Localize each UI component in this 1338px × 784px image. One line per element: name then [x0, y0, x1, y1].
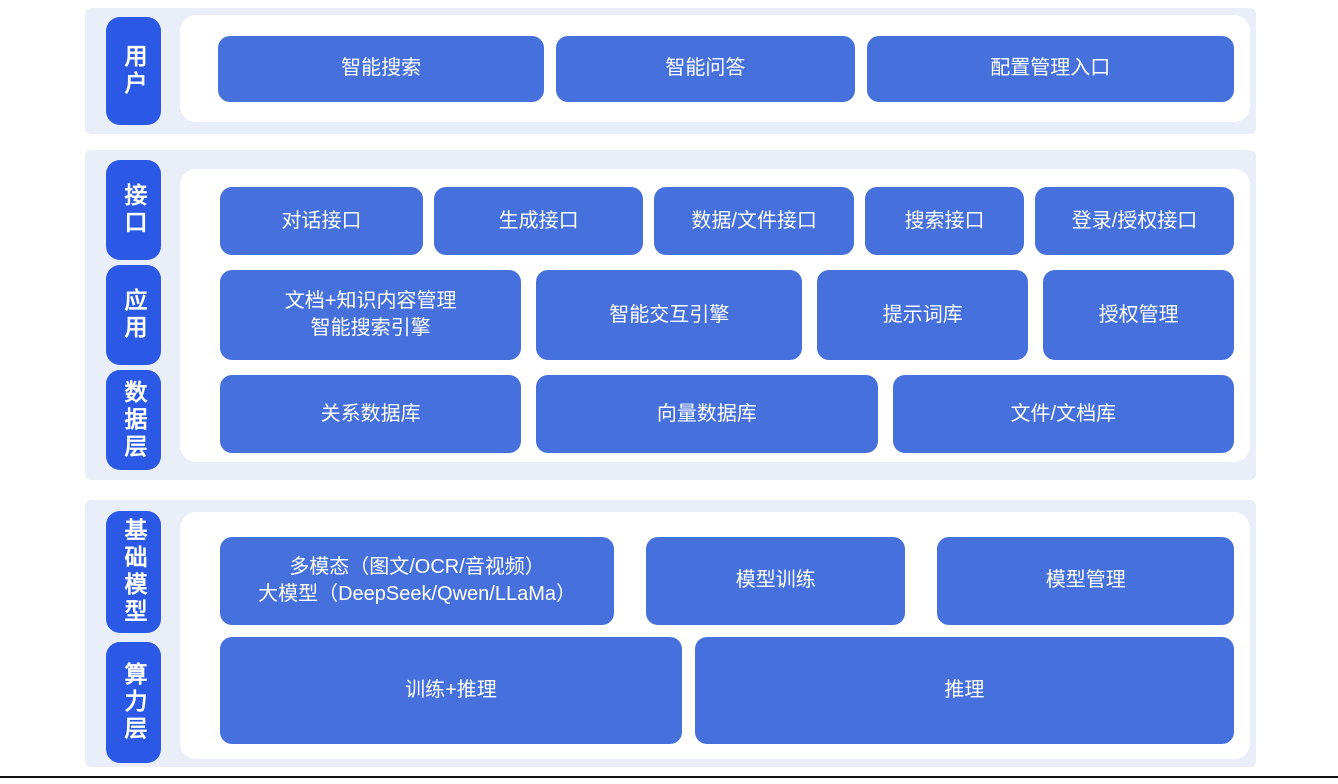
model-training-node: 模型训练 [646, 537, 906, 625]
foundation-layers-panel: 基础模型 算力层 多模态（图文/OCR/音视频） 大模型（DeepSeek/Qw… [85, 500, 1256, 767]
search-api-node: 搜索接口 [865, 187, 1024, 255]
interaction-engine-node: 智能交互引擎 [536, 270, 803, 360]
layer-label-compute-text: 算力层 [121, 661, 147, 743]
vector-db-node: 向量数据库 [536, 375, 878, 453]
doc-knowledge-line: 文档+知识内容管理 [284, 290, 457, 312]
smart-qa-node: 智能问答 [556, 35, 855, 102]
user-layer-panel: 用户 智能搜索 智能问答 配置管理入口 [85, 8, 1256, 134]
layer-label-interface: 接口 [106, 160, 161, 260]
layer-label-application: 应用 [106, 265, 161, 365]
layer-label-user: 用户 [106, 17, 161, 125]
layer-label-data: 数据层 [106, 370, 161, 470]
search-engine-line: 智能搜索引擎 [310, 317, 431, 339]
application-node-row: 文档+知识内容管理 智能搜索引擎 智能交互引擎 提示词库 授权管理 [220, 270, 1234, 360]
dialog-api-node: 对话接口 [220, 187, 424, 255]
smart-search-node: 智能搜索 [218, 35, 545, 102]
file-doc-store-node: 文件/文档库 [892, 375, 1234, 453]
bottom-border-line [0, 776, 1338, 778]
middle-layers-panel: 接口 应用 数据层 对话接口 生成接口 数据/文件接口 搜索接口 登录/授权接口… [85, 150, 1256, 480]
model-node-row: 多模态（图文/OCR/音视频） 大模型（DeepSeek/Qwen/LLaMa）… [220, 537, 1234, 625]
layer-label-foundation-model-text: 基础模型 [121, 517, 147, 626]
foundation-layer-labels: 基础模型 算力层 [106, 500, 161, 767]
relational-db-node: 关系数据库 [220, 375, 522, 453]
data-node-row: 关系数据库 向量数据库 文件/文档库 [220, 375, 1234, 453]
inference-node: 推理 [694, 636, 1234, 744]
user-layer-labels: 用户 [106, 8, 161, 134]
data-file-api-node: 数据/文件接口 [654, 187, 855, 255]
config-management-entry-node: 配置管理入口 [866, 35, 1234, 102]
login-auth-api-node: 登录/授权接口 [1034, 187, 1234, 255]
layer-label-data-text: 数据层 [121, 379, 147, 461]
user-node-row: 智能搜索 智能问答 配置管理入口 [218, 35, 1234, 102]
layer-label-foundation-model: 基础模型 [106, 511, 161, 633]
middle-layer-labels: 接口 应用 数据层 [106, 150, 161, 480]
generation-api-node: 生成接口 [434, 187, 644, 255]
llm-line: 大模型（DeepSeek/Qwen/LLaMa） [258, 582, 576, 605]
doc-knowledge-search-engine-node: 文档+知识内容管理 智能搜索引擎 [220, 270, 522, 360]
model-management-node: 模型管理 [937, 537, 1234, 625]
foundation-layers-container: 多模态（图文/OCR/音视频） 大模型（DeepSeek/Qwen/LLaMa）… [180, 512, 1250, 759]
user-layer-container: 智能搜索 智能问答 配置管理入口 [180, 15, 1250, 122]
multimodal-line: 多模态（图文/OCR/音视频） [289, 555, 545, 578]
compute-node-row: 训练+推理 推理 [220, 636, 1234, 744]
layer-label-interface-text: 接口 [121, 183, 147, 237]
layer-label-application-text: 应用 [121, 288, 147, 342]
interface-node-row: 对话接口 生成接口 数据/文件接口 搜索接口 登录/授权接口 [220, 187, 1234, 255]
training-inference-node: 训练+推理 [220, 636, 682, 744]
auth-management-node: 授权管理 [1043, 270, 1234, 360]
middle-layers-container: 对话接口 生成接口 数据/文件接口 搜索接口 登录/授权接口 文档+知识内容管理… [180, 169, 1250, 462]
prompt-library-node: 提示词库 [817, 270, 1029, 360]
layer-label-user-text: 用户 [121, 44, 147, 98]
layer-label-compute: 算力层 [106, 641, 161, 763]
multimodal-llm-node: 多模态（图文/OCR/音视频） 大模型（DeepSeek/Qwen/LLaMa） [220, 537, 615, 625]
